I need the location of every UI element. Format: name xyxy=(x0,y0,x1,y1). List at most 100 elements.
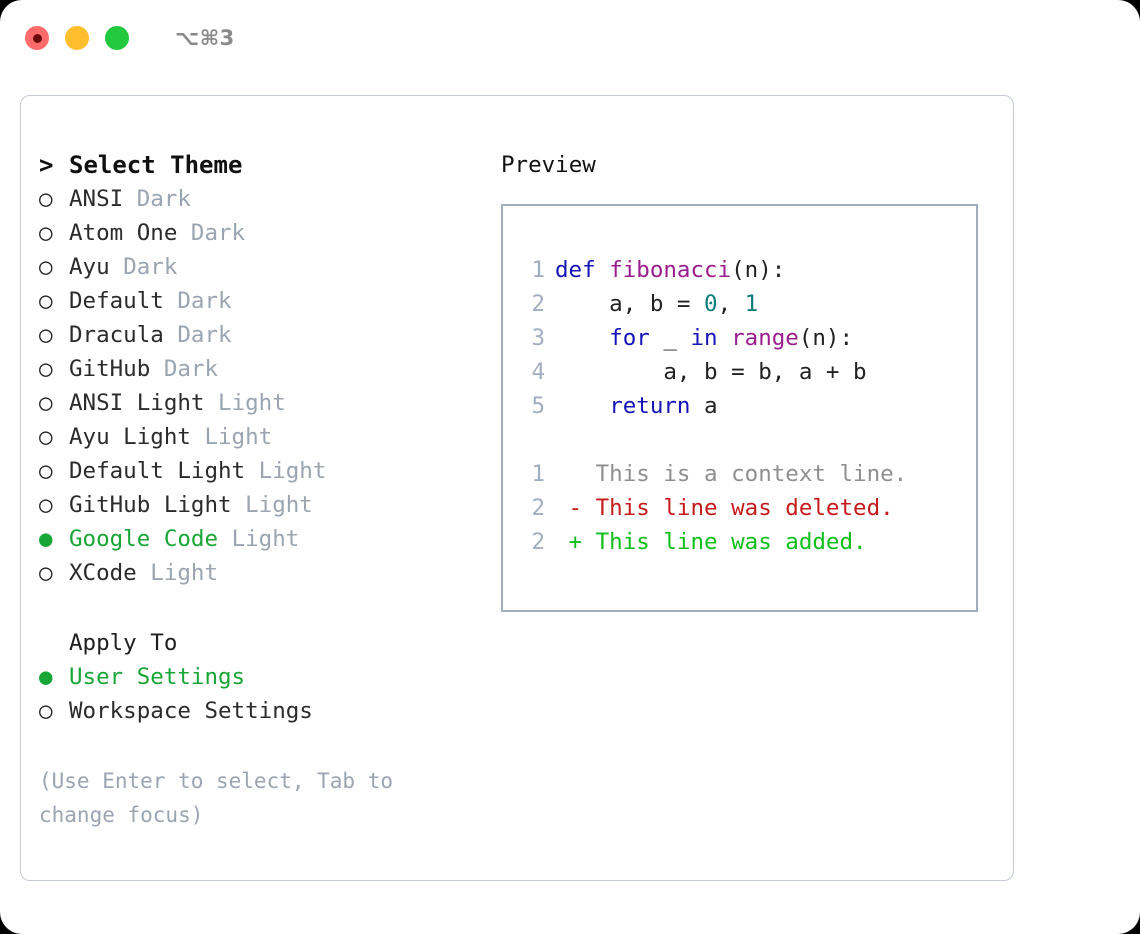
radio-unselected-icon: ○ xyxy=(39,458,53,484)
theme-list-item[interactable]: ○Ayu Dark xyxy=(39,250,479,284)
theme-list-item[interactable]: ○Default Light Light xyxy=(39,454,479,488)
theme-name: Ayu xyxy=(69,254,110,280)
theme-list-item[interactable]: ○GitHub Light Light xyxy=(39,488,479,522)
radio-unselected-icon: ○ xyxy=(39,356,53,382)
code-line-text: def fibonacci(n): xyxy=(555,253,785,287)
radio-unselected-icon: ○ xyxy=(39,698,53,724)
code-token xyxy=(555,325,609,351)
maximize-button-icon[interactable] xyxy=(105,26,129,50)
code-token: range xyxy=(731,325,799,351)
code-token: (n): xyxy=(731,257,786,283)
diff-sign xyxy=(555,457,582,491)
theme-variant-label: Light xyxy=(258,458,327,484)
diff-sign: - xyxy=(555,495,583,521)
code-line-text: a, b = b, a + b xyxy=(555,355,866,389)
code-token: a, b = xyxy=(555,291,705,317)
theme-list-item[interactable]: ○ ANSI Light Light xyxy=(39,386,479,420)
theme-name: Default xyxy=(69,288,164,314)
apply-to-option[interactable]: ● User Settings xyxy=(39,660,479,694)
shortcut-label: ⌥⌘3 xyxy=(175,26,235,50)
theme-list-item[interactable]: ○ Dracula Dark xyxy=(39,318,479,352)
code-token: 1 xyxy=(744,291,759,317)
diff-sign: + xyxy=(555,529,583,555)
line-number: 3 xyxy=(531,325,545,351)
theme-variant-label: Dark xyxy=(177,288,232,314)
content-panel: >Select Theme ○ANSI Dark○Atom One Dark○A… xyxy=(20,95,1014,881)
preview-title: Preview xyxy=(501,152,596,178)
radio-unselected-icon: ○ xyxy=(39,288,53,314)
code-token: (n): xyxy=(798,325,854,351)
diff-sample: 1 This is a context line.2 - This line w… xyxy=(515,457,976,559)
line-number: 4 xyxy=(531,359,545,385)
code-line: 2 a, b = 0, 1 xyxy=(515,287,976,321)
theme-list-item[interactable]: ○ XCode Light xyxy=(39,556,479,590)
theme-name: Atom One xyxy=(69,220,178,246)
theme-name: XCode xyxy=(69,560,137,586)
theme-name: ANSI Light xyxy=(69,390,205,416)
line-number: 1 xyxy=(531,257,545,283)
code-token xyxy=(718,325,732,351)
keyboard-hint: (Use Enter to select, Tab to change focu… xyxy=(39,769,394,827)
minimize-button-icon[interactable] xyxy=(65,26,89,50)
theme-list-item[interactable]: ○ANSI Dark xyxy=(39,182,479,216)
radio-unselected-icon: ○ xyxy=(39,390,53,416)
radio-unselected-icon: ○ xyxy=(39,220,53,246)
radio-unselected-icon: ○ xyxy=(39,560,53,586)
close-button-icon[interactable] xyxy=(25,26,49,50)
theme-list-item[interactable]: ○ Atom One Dark xyxy=(39,216,479,250)
diff-line-text: This line was deleted. xyxy=(582,495,894,521)
prompt-caret-icon: > xyxy=(39,151,54,179)
radio-selected-icon: ● xyxy=(39,526,53,552)
window-controls xyxy=(25,26,129,50)
code-line: 1 def fibonacci(n): xyxy=(515,253,976,287)
radio-unselected-icon: ○ xyxy=(39,424,53,450)
theme-variant-label: Light xyxy=(245,492,313,518)
theme-list-item[interactable]: ●Google Code Light xyxy=(39,522,479,556)
theme-name: GitHub xyxy=(69,356,151,382)
theme-variant-label: Dark xyxy=(190,220,246,246)
theme-name: GitHub Light xyxy=(69,492,232,518)
diff-line: 2 - This line was deleted. xyxy=(515,491,976,525)
line-number: 2 xyxy=(531,291,545,317)
code-token: fibonacci xyxy=(609,257,732,283)
diff-line-text: This line was added. xyxy=(582,529,867,555)
apply-to-option[interactable]: ○ Workspace Settings xyxy=(39,694,479,728)
apply-to-title: Apply To xyxy=(69,630,178,656)
theme-name: Dracula xyxy=(69,322,164,348)
line-number: 1 xyxy=(531,461,545,487)
theme-variant-label: Light xyxy=(231,526,300,552)
theme-list-item[interactable]: ○ GitHub Dark xyxy=(39,352,479,386)
code-line-text: for _ in range(n): xyxy=(555,321,853,355)
apply-to-label: User Settings xyxy=(69,664,246,690)
list-spacer xyxy=(39,590,479,626)
theme-list: ○ANSI Dark○Atom One Dark○Ayu Dark○Defaul… xyxy=(39,182,479,590)
radio-selected-icon: ● xyxy=(39,664,53,690)
theme-variant-label: Dark xyxy=(123,254,178,280)
apply-to-options: ● User Settings ○ Workspace Settings xyxy=(39,660,479,728)
code-token: , xyxy=(717,291,745,317)
theme-variant-label: Dark xyxy=(136,186,191,212)
code-line-text: return a xyxy=(555,389,717,423)
code-line: 3 for _ in range(n): xyxy=(515,321,976,355)
theme-variant-label: Light xyxy=(218,390,286,416)
apply-to-label: Workspace Settings xyxy=(69,698,313,724)
theme-variant-label: Light xyxy=(204,424,273,450)
code-token xyxy=(555,393,609,419)
theme-variant-label: Dark xyxy=(177,322,232,348)
radio-unselected-icon: ○ xyxy=(39,186,53,212)
line-number: 2 xyxy=(531,529,545,555)
radio-unselected-icon: ○ xyxy=(39,322,53,348)
titlebar: ⌥⌘3 xyxy=(0,0,1140,76)
theme-name: Ayu Light xyxy=(69,424,191,450)
line-number: 5 xyxy=(531,393,545,419)
theme-list-item[interactable]: ○ Ayu Light Light xyxy=(39,420,479,454)
select-theme-title: Select Theme xyxy=(69,151,243,179)
theme-variant-label: Light xyxy=(150,560,219,586)
line-number: 2 xyxy=(531,495,545,521)
theme-list-item[interactable]: ○ Default Dark xyxy=(39,284,479,318)
theme-variant-label: Dark xyxy=(163,356,219,382)
